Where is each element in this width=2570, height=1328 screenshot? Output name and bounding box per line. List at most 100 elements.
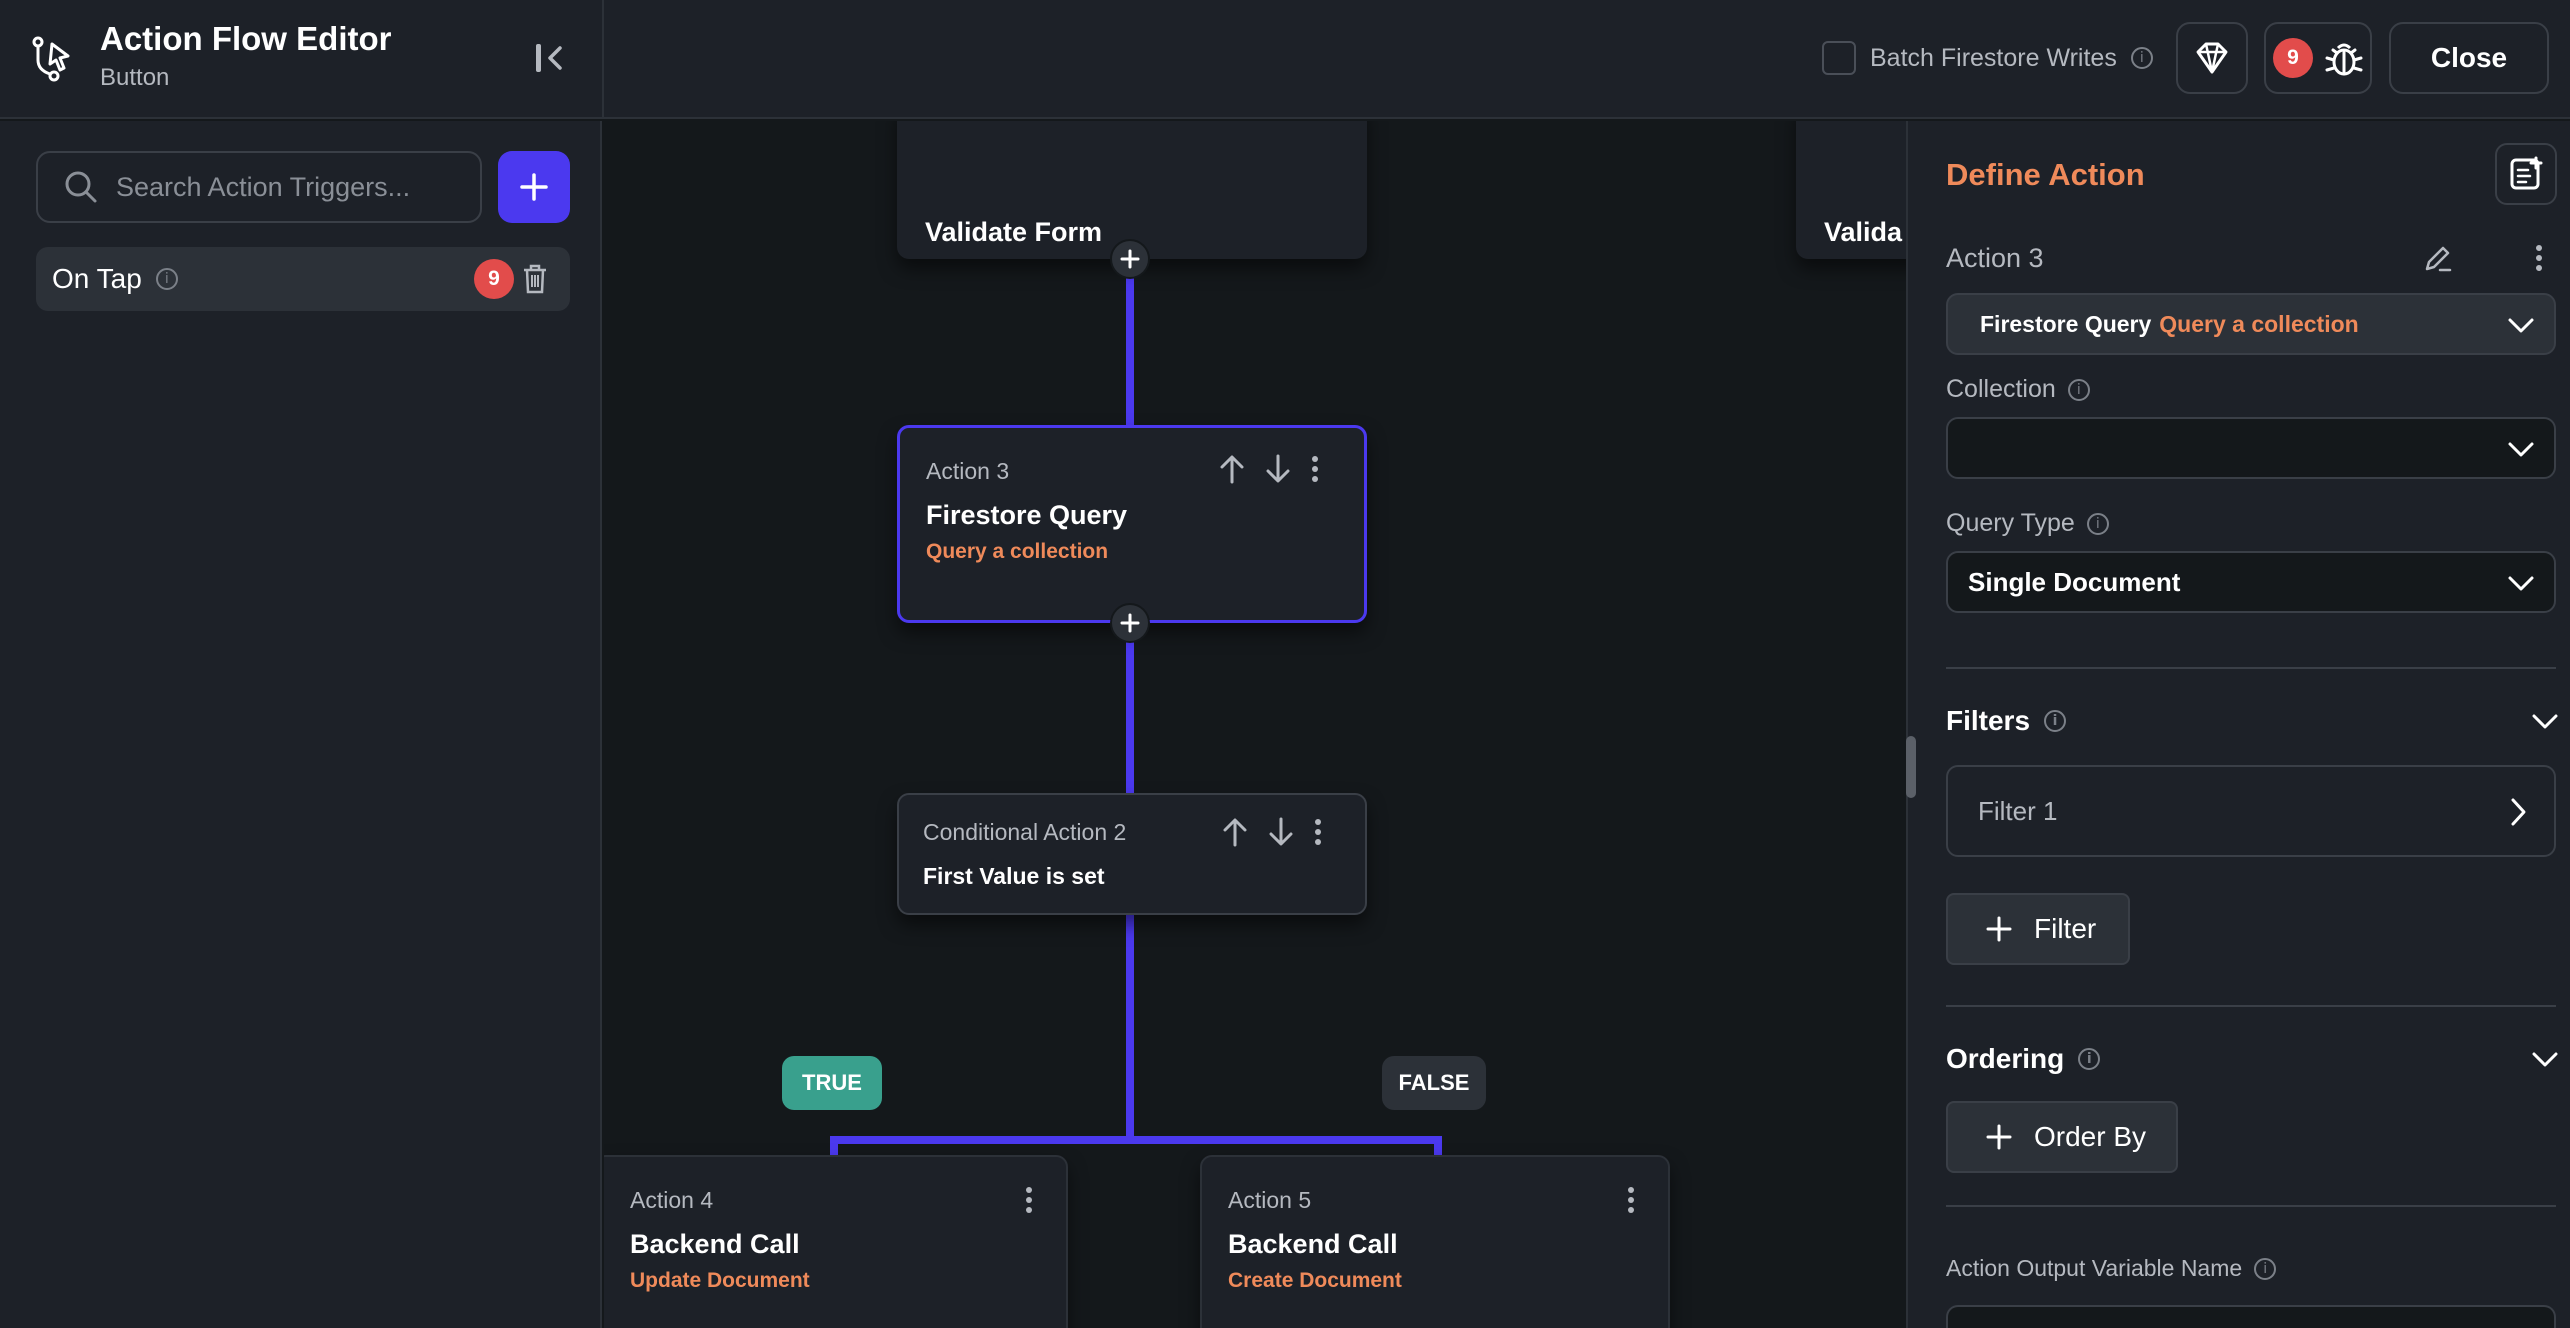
connector-line: [1126, 914, 1134, 1144]
node-title: Firestore Query: [926, 500, 1127, 531]
more-options-icon[interactable]: [1626, 1185, 1636, 1215]
query-type-value: Single Document: [1968, 567, 2180, 598]
true-branch-label: TRUE: [782, 1056, 882, 1110]
trash-icon[interactable]: [522, 264, 548, 294]
trigger-label: On Tap: [52, 263, 142, 295]
conditional-node-2[interactable]: Conditional Action 2 First Value is set: [897, 793, 1367, 915]
search-input[interactable]: [116, 172, 476, 203]
gemini-ai-button[interactable]: [2176, 22, 2248, 94]
define-action-panel: Define Action Action 3 Firestore Query Q…: [1906, 121, 2570, 1328]
close-button[interactable]: Close: [2389, 22, 2549, 94]
plus-icon: [1119, 612, 1141, 634]
debug-errors-button[interactable]: 9: [2264, 22, 2372, 94]
chevron-down-icon: [2506, 313, 2536, 337]
notes-icon: [2508, 156, 2544, 192]
plus-icon: [519, 172, 549, 202]
node-title: Backend Call: [1228, 1229, 1398, 1260]
search-field[interactable]: [36, 151, 482, 223]
action-node-3[interactable]: Action 3 Firestore Query Query a collect…: [897, 425, 1367, 623]
ai-assist-icon: [2192, 38, 2232, 78]
move-down-icon[interactable]: [1264, 454, 1292, 484]
node-title: First Value is set: [923, 863, 1105, 890]
node-meta: Action 5: [1228, 1187, 1311, 1214]
collapse-panel-icon[interactable]: [530, 38, 570, 78]
close-label: Close: [2431, 42, 2507, 74]
info-icon[interactable]: i: [156, 268, 178, 290]
action-type-value: Firestore Query: [1980, 311, 2151, 338]
node-title: Backend Call: [630, 1229, 800, 1260]
plus-icon: [1119, 248, 1141, 270]
info-icon[interactable]: i: [2078, 1048, 2100, 1070]
node-subtitle: Create Document: [1228, 1269, 1402, 1293]
move-down-icon[interactable]: [1267, 817, 1295, 847]
node-subtitle: Update Document: [630, 1269, 810, 1293]
add-action-button[interactable]: [1110, 603, 1150, 643]
action-name: Action 3: [1946, 243, 2044, 274]
plus-icon: [1986, 1124, 2012, 1150]
action-flow-icon: [32, 36, 74, 82]
batch-writes-checkbox[interactable]: [1822, 41, 1856, 75]
filters-heading[interactable]: Filters i: [1946, 705, 2066, 737]
panel-title: Define Action: [1946, 157, 2145, 193]
flow-canvas[interactable]: Validate Form Valida Action 3 Firestore …: [604, 121, 1906, 1328]
more-options-icon[interactable]: [2534, 243, 2544, 273]
info-icon[interactable]: i: [2044, 710, 2066, 732]
add-order-by-button[interactable]: Order By: [1946, 1101, 2178, 1173]
panel-resize-handle[interactable]: [1906, 736, 1916, 798]
filter-item[interactable]: Filter 1: [1946, 765, 2556, 857]
output-variable-label-text: Action Output Variable Name: [1946, 1255, 2242, 1282]
query-type-label: Query Type i: [1946, 509, 2109, 538]
more-options-icon[interactable]: [1310, 454, 1320, 484]
section-divider: [1946, 1205, 2556, 1207]
node-meta: Conditional Action 2: [923, 819, 1126, 846]
query-type-select[interactable]: Single Document: [1946, 551, 2556, 613]
add-action-button[interactable]: [1110, 239, 1150, 279]
move-up-icon[interactable]: [1221, 817, 1249, 847]
more-options-icon[interactable]: [1313, 817, 1323, 847]
editor-header: Action Flow Editor Button Batch Firestor…: [0, 0, 2570, 119]
chevron-down-icon[interactable]: [2530, 1047, 2560, 1071]
error-count-badge: 9: [2273, 38, 2313, 78]
action-node-partial[interactable]: Valida: [1796, 121, 1906, 259]
move-up-icon[interactable]: [1218, 454, 1246, 484]
action-notes-button[interactable]: [2495, 143, 2557, 205]
action-type-select[interactable]: Firestore Query Query a collection: [1946, 293, 2556, 355]
section-divider: [1946, 667, 2556, 669]
ordering-heading[interactable]: Ordering i: [1946, 1043, 2100, 1075]
plus-icon: [1986, 916, 2012, 942]
info-icon[interactable]: i: [2131, 47, 2153, 69]
chevron-down-icon: [2506, 437, 2536, 461]
action-node-5[interactable]: Action 5 Backend Call Create Document: [1200, 1155, 1670, 1328]
chevron-down-icon[interactable]: [2530, 709, 2560, 733]
node-meta: Action 3: [926, 458, 1009, 485]
trigger-error-badge: 9: [474, 259, 514, 299]
action-triggers-panel: On Tap i 9: [0, 121, 602, 1328]
false-branch-label: FALSE: [1382, 1056, 1486, 1110]
output-variable-label: Action Output Variable Name i: [1946, 1255, 2276, 1282]
add-filter-label: Filter: [2034, 913, 2096, 945]
more-options-icon[interactable]: [1024, 1185, 1034, 1215]
action-name-label: Action 3: [1946, 243, 2044, 274]
query-type-label-text: Query Type: [1946, 509, 2075, 538]
trigger-item-on-tap[interactable]: On Tap i 9: [36, 247, 570, 311]
collection-select[interactable]: [1946, 417, 2556, 479]
output-variable-input[interactable]: [1946, 1305, 2556, 1328]
chevron-down-icon: [2506, 571, 2536, 595]
bug-icon: [2325, 38, 2363, 78]
batch-writes-toggle[interactable]: Batch Firestore Writes i: [1822, 38, 2153, 78]
action-type-sub: Query a collection: [2159, 311, 2358, 338]
add-filter-button[interactable]: Filter: [1946, 893, 2130, 965]
info-icon[interactable]: i: [2254, 1258, 2276, 1280]
add-trigger-button[interactable]: [498, 151, 570, 223]
action-node-4[interactable]: Action 4 Backend Call Update Document: [604, 1155, 1068, 1328]
header-divider: [602, 0, 604, 119]
info-icon[interactable]: i: [2087, 513, 2109, 535]
section-divider: [1946, 1005, 2556, 1007]
node-subtitle: Query a collection: [926, 540, 1108, 564]
info-icon[interactable]: i: [2068, 379, 2090, 401]
edit-icon[interactable]: [2423, 243, 2453, 273]
page-subtitle: Button: [100, 64, 169, 92]
page-title: Action Flow Editor: [100, 20, 391, 58]
filters-label: Filters: [1946, 705, 2030, 737]
chevron-right-icon: [2508, 797, 2528, 827]
